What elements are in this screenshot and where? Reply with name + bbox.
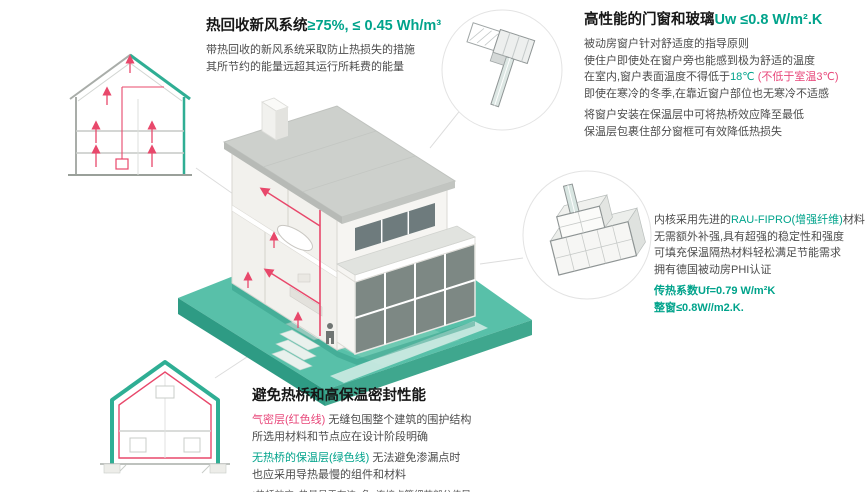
insulation-green-line bbox=[110, 360, 220, 464]
bathtub bbox=[277, 224, 313, 252]
windows-line-6: 保温层包裹住部分窗框可有效降低热损失 bbox=[584, 125, 782, 138]
window-profile-illustration bbox=[520, 168, 654, 302]
thermal-block: 避免热桥和高保温密封性能 气密层(红色线) 无缝包围整个建筑的围护结构 所选用材… bbox=[252, 384, 552, 492]
ventilation-line-1: 带热回收的新风系统采取防止热损失的措施 bbox=[206, 44, 415, 56]
airtight-layer-label: 气密层(红色线) bbox=[252, 414, 326, 426]
windows-title-value: Uw ≤0.8 W/m².K bbox=[714, 12, 823, 28]
profile-line-1: 内核采用先进的RAU-FIPRO(增强纤维)材料 bbox=[654, 212, 865, 229]
windows-title-dark: 高性能的门窗和玻璃 bbox=[584, 12, 715, 28]
profile-line1-prefix: 内核采用先进的 bbox=[654, 214, 731, 226]
thermal-line-4: 也应采用导热最慢的组件和材料 bbox=[252, 468, 406, 481]
main-house-illustration bbox=[178, 97, 532, 406]
upper-window-band bbox=[355, 203, 435, 251]
profile-line-3: 可填充保温隔热材料轻松满足节能需求 bbox=[654, 247, 841, 259]
profile-line-2: 无需额外补强,具有超强的稳定性和强度 bbox=[654, 230, 845, 243]
kitchen-counter bbox=[289, 286, 323, 317]
windows-line-3: 在室内,窗户表面温度不得低于18℃ (不低于室温3℃) bbox=[584, 69, 862, 86]
ventilation-section-illustration bbox=[52, 35, 208, 191]
thermal-title: 避免热桥和高保温密封性能 bbox=[252, 388, 426, 404]
ventilation-title: 热回收新风系统≥75%, ≤ 0.45 Wh/m³ bbox=[206, 14, 468, 35]
profile-material-name: RAU-FIPRO(增强纤维) bbox=[731, 214, 843, 226]
ventilation-line-2: 其所节约的能量远超其运行所耗费的能量 bbox=[206, 60, 404, 73]
temp-value: 18℃ bbox=[730, 71, 755, 83]
insulation-layer-label: 无热桥的保温层(绿色线) bbox=[252, 452, 370, 464]
house-body bbox=[222, 97, 476, 356]
house-shadow bbox=[232, 284, 475, 365]
thermal-line3-rest: 无法避免渗漏点时 bbox=[369, 452, 461, 464]
profile-line-4: 拥有德国被动房PHI认证 bbox=[654, 263, 772, 276]
windows-line-2: 使住户即使处在窗户旁也能感到极为舒适的温度 bbox=[584, 54, 815, 67]
window-corner-illustration bbox=[440, 8, 564, 132]
uw-whole-window-value: 整窗≤0.8W//m2.K. bbox=[654, 301, 744, 314]
profile-line1-suffix: 材料 bbox=[842, 214, 865, 226]
profile-block: 内核采用先进的RAU-FIPRO(增强纤维)材料 无需额外补强,具有超强的稳定性… bbox=[654, 212, 865, 316]
thermal-footnote: *热桥效应: 热量易于在边, 角, 连接点等细节部分传导 bbox=[252, 489, 552, 492]
windows-line-5: 将窗户安装在保温层中可将热桥效应降至最低 bbox=[584, 109, 804, 121]
glass-wing bbox=[336, 225, 476, 356]
windows-line-4: 即使在寒冷的冬季,在靠近窗户部位也无寒冷不适感 bbox=[584, 87, 830, 100]
person-figure bbox=[326, 323, 334, 344]
ventilation-title-value: ≥75%, ≤ 0.45 Wh/m³ bbox=[307, 18, 442, 34]
airtight-red-line bbox=[118, 371, 212, 459]
rooftop-chimney bbox=[261, 97, 289, 141]
windows-line-1: 被动房窗户针对舒适度的指导原则 bbox=[584, 38, 749, 50]
thermal-line-3: 无热桥的保温层(绿色线) 无法避免渗漏点时 bbox=[252, 450, 552, 467]
temp-note: (不低于室温3℃) bbox=[754, 71, 839, 83]
windows-title: 高性能的门窗和玻璃Uw ≤0.8 W/m².K bbox=[584, 8, 862, 29]
temp-line-prefix: 在室内,窗户表面温度不得低于 bbox=[584, 71, 731, 83]
thermal-line-2: 所选用材料和节点应在设计阶段明确 bbox=[252, 430, 428, 443]
ventilation-title-dark: 热回收新风系统 bbox=[206, 18, 308, 34]
windows-block: 高性能的门窗和玻璃Uw ≤0.8 W/m².K 被动房窗户针对舒适度的指导原则 … bbox=[584, 8, 862, 140]
thermal-line-1: 气密层(红色线) 无缝包围整个建筑的围护结构 bbox=[252, 412, 552, 429]
thermal-line1-rest: 无缝包围整个建筑的围护结构 bbox=[325, 414, 472, 426]
ventilation-block: 热回收新风系统≥75%, ≤ 0.45 Wh/m³ 带热回收的新风系统采取防止热… bbox=[206, 14, 468, 75]
uf-value: 传热系数Uf=0.79 W/m²K bbox=[654, 285, 776, 297]
thermal-envelope-illustration bbox=[92, 338, 238, 484]
